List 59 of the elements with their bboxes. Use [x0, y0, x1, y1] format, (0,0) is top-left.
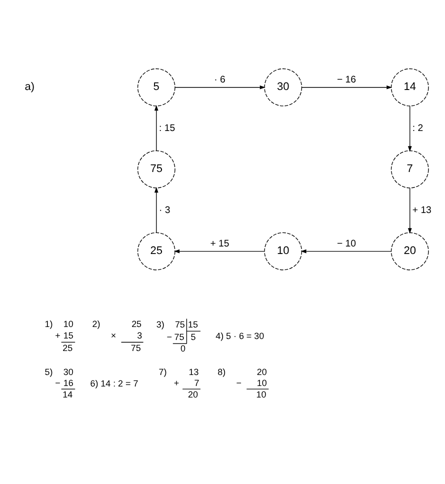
label: 5): [44, 366, 53, 377]
label: 7: [194, 378, 200, 388]
label: 2): [92, 319, 100, 330]
label: 10: [256, 390, 266, 400]
label: 25: [132, 319, 142, 330]
edge-label: − 16: [336, 74, 356, 86]
node-circle: 20: [390, 232, 429, 270]
label: 30: [63, 366, 74, 377]
edge-label: · 3: [159, 204, 170, 216]
label: 8): [218, 366, 226, 377]
label: −: [166, 332, 172, 342]
arrow: [408, 188, 412, 234]
edge-label: + 13: [412, 204, 432, 216]
edge-label: · 6: [214, 74, 226, 86]
edge-label: − 10: [336, 238, 356, 250]
label: 15: [63, 330, 74, 341]
label: 75: [174, 319, 185, 330]
label: 6) 14 : 2 = 7: [90, 378, 138, 389]
label: −: [55, 378, 60, 388]
label: 25: [62, 342, 73, 353]
arrow: [154, 187, 158, 233]
node-circle: 75: [137, 150, 176, 188]
node-circle: 5: [137, 68, 176, 106]
label: 0: [180, 343, 186, 354]
label: a): [24, 80, 35, 93]
label: 10: [63, 319, 74, 330]
node-circle: 25: [137, 232, 176, 270]
label: 75: [174, 332, 184, 342]
arrow: [154, 105, 158, 151]
label: 20: [188, 390, 198, 400]
label: 10: [256, 378, 267, 388]
label: 15: [188, 319, 198, 330]
label: 3): [156, 319, 164, 330]
label: 7): [158, 366, 167, 377]
arrow: [301, 85, 392, 90]
node-circle: 14: [390, 68, 429, 106]
node-circle: 10: [264, 232, 302, 270]
label: 4) 5 · 6 = 30: [216, 331, 264, 342]
arrow: [408, 106, 412, 152]
arrow: [174, 249, 265, 254]
label: 16: [63, 378, 74, 388]
edge-label: : 15: [159, 122, 176, 134]
label: −: [236, 378, 242, 388]
node-circle: 30: [264, 68, 302, 106]
label: 20: [256, 366, 267, 377]
label: 5: [190, 332, 196, 342]
label: +: [55, 330, 60, 341]
label: 13: [188, 366, 199, 377]
label: 3: [137, 330, 142, 341]
label: 14: [62, 390, 73, 400]
arrow: [174, 85, 266, 90]
node-circle: 7: [390, 150, 429, 188]
label: +: [174, 378, 180, 388]
edge-label: : 2: [412, 122, 424, 134]
edge-label: + 15: [210, 238, 230, 250]
arrow: [300, 249, 392, 254]
label: 1): [44, 319, 53, 330]
label: ×: [110, 330, 116, 341]
label: 75: [130, 342, 141, 353]
